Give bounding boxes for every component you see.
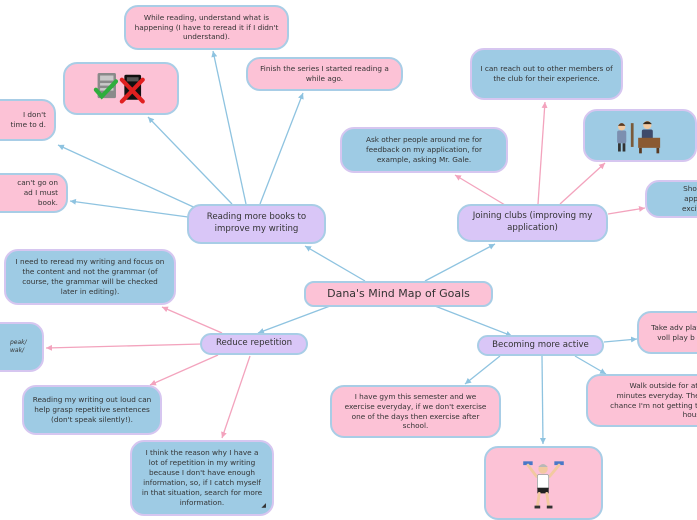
branch-active[interactable]: Becoming more active <box>477 335 604 356</box>
note-reread[interactable]: I need to reread my writing and focus on… <box>4 249 176 305</box>
root-label: Dana's Mind Map of Goals <box>327 286 470 300</box>
branch-reading-label: Reading more books to improve my writing <box>206 212 307 234</box>
note-show-text: Show appli excite <box>682 184 697 213</box>
link-clubs-ask <box>454 174 506 206</box>
dumbbell-exercise-icon <box>523 461 564 509</box>
note-ask-people[interactable]: Ask other people around me for feedback … <box>340 127 508 173</box>
link-clubs-show <box>607 205 646 215</box>
note-ask-people-text: Ask other people around me for feedback … <box>365 135 483 164</box>
note-gym-text: I have gym this semester and we exercise… <box>344 391 487 431</box>
image-exercise[interactable] <box>484 446 603 520</box>
link-root-reading <box>304 245 366 282</box>
note-advice-text: Take adv play voll play b <box>651 322 697 342</box>
note-cantgoon-text: can't go on ad I must book. <box>17 178 58 207</box>
link-reading-books <box>147 116 233 205</box>
note-understand[interactable]: While reading, understand what is happen… <box>124 5 289 50</box>
note-understand-text: While reading, understand what is happen… <box>134 12 279 42</box>
note-reach-out-text: I can reach out to other members of the … <box>480 64 613 83</box>
link-rep-reason <box>221 355 251 439</box>
link-reading-cantgoon <box>69 198 189 218</box>
resize-corner-icon: ◢ <box>261 501 266 509</box>
note-reread-text: I need to reread my writing and focus on… <box>15 257 165 296</box>
note-show[interactable]: Show appli excite <box>645 180 697 218</box>
note-time-text: I don't time to d. <box>10 110 46 129</box>
root-topic[interactable]: Dana's Mind Map of Goals <box>304 281 493 307</box>
link-root-repetition <box>257 305 331 334</box>
link-reading-series <box>259 92 304 205</box>
link-reading-understand <box>211 50 247 205</box>
note-out-loud[interactable]: Reading my writing out loud can help gra… <box>22 385 162 435</box>
branch-clubs-label: Joining clubs (improving my application) <box>472 211 593 233</box>
books-check-cross-icon <box>93 73 145 104</box>
branch-repetition-label: Reduce repetition <box>215 338 293 349</box>
link-rep-reread <box>161 306 223 334</box>
note-reason[interactable]: I think the reason why I have a lot of r… <box>130 440 274 516</box>
link-clubs-meeting <box>559 162 606 205</box>
link-active-walk <box>574 355 607 375</box>
image-meeting[interactable] <box>583 109 697 162</box>
note-speak-text: peak/ wak/ <box>10 338 27 354</box>
note-gym[interactable]: I have gym this semester and we exercise… <box>330 385 501 438</box>
link-active-gym <box>464 355 501 385</box>
branch-active-label: Becoming more active <box>492 339 589 350</box>
link-active-advice <box>603 336 638 343</box>
people-meeting-icon <box>617 120 661 154</box>
branch-reading[interactable]: Reading more books to improve my writing <box>187 204 326 244</box>
note-advice[interactable]: Take adv play voll play b <box>637 311 697 354</box>
link-root-active <box>434 305 513 337</box>
note-series[interactable]: Finish the series I started reading a wh… <box>246 57 403 91</box>
note-reason-text: I think the reason why I have a lot of r… <box>141 448 263 507</box>
note-time[interactable]: I don't time to d. <box>0 99 56 141</box>
note-reach-out[interactable]: I can reach out to other members of the … <box>470 48 623 100</box>
note-walk[interactable]: Walk outside for at le minutes everyday.… <box>586 374 697 427</box>
note-cantgoon[interactable]: can't go on ad I must book. <box>0 173 68 213</box>
image-books[interactable] <box>63 62 179 115</box>
branch-clubs[interactable]: Joining clubs (improving my application) <box>457 204 608 242</box>
note-series-text: Finish the series I started reading a wh… <box>260 64 389 83</box>
note-walk-text: Walk outside for at le minutes everyday.… <box>610 380 697 420</box>
link-clubs-reach <box>537 101 548 205</box>
link-active-exercise <box>539 355 546 445</box>
note-out-loud-text: Reading my writing out loud can help gra… <box>32 395 152 424</box>
link-root-clubs <box>424 243 496 282</box>
note-speak[interactable]: peak/ wak/ <box>0 322 44 372</box>
link-rep-outloud <box>149 354 219 386</box>
link-reading-time <box>57 144 201 211</box>
link-rep-speak <box>45 343 203 351</box>
branch-repetition[interactable]: Reduce repetition <box>200 333 308 355</box>
